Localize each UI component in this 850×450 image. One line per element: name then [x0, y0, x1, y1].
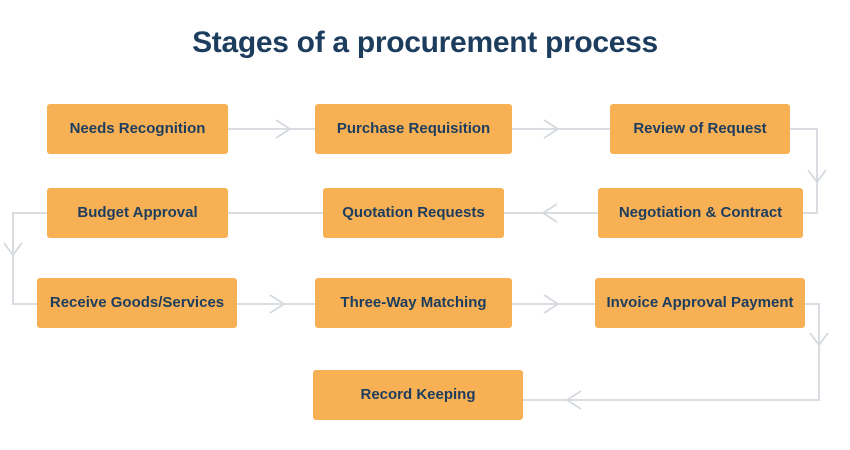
chevron-right-icon: [269, 294, 286, 314]
stage-review-of-request: Review of Request: [610, 104, 790, 154]
stage-negotiation-contract: Negotiation & Contract: [598, 188, 803, 238]
stage-needs-recognition: Needs Recognition: [47, 104, 228, 154]
stage-budget-approval: Budget Approval: [47, 188, 228, 238]
stage-record-keeping: Record Keeping: [313, 370, 523, 420]
chevron-left-icon: [565, 390, 582, 410]
chevron-right-icon: [275, 119, 292, 139]
stage-quotation-requests: Quotation Requests: [323, 188, 504, 238]
chevron-down-icon: [807, 169, 827, 184]
chevron-down-icon: [809, 332, 829, 347]
chevron-right-icon: [543, 294, 560, 314]
chevron-right-icon: [543, 119, 560, 139]
page-title: Stages of a procurement process: [192, 26, 658, 59]
chevron-down-icon: [3, 242, 23, 257]
chevron-left-icon: [541, 203, 558, 223]
stage-invoice-approval-payment: Invoice Approval Payment: [595, 278, 805, 328]
stage-three-way-matching: Three-Way Matching: [315, 278, 512, 328]
stage-purchase-requisition: Purchase Requisition: [315, 104, 512, 154]
stage-receive-goods-services: Receive Goods/Services: [37, 278, 237, 328]
